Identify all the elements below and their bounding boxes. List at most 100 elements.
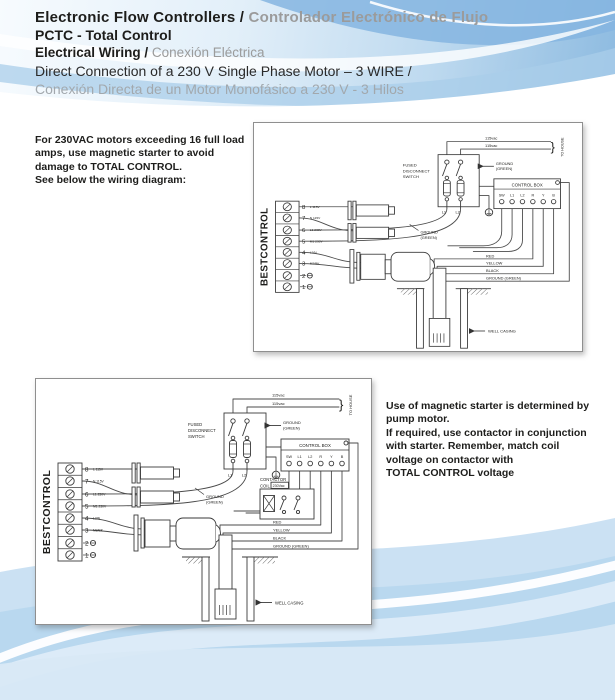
cb-terminal-label: B bbox=[341, 455, 344, 459]
cb-terminal-label: L2 bbox=[308, 455, 312, 459]
well-casing: WELL CASING bbox=[182, 534, 303, 622]
motor-body bbox=[390, 251, 431, 282]
wire-t4 bbox=[81, 517, 147, 530]
terminal-number: 6 bbox=[85, 491, 89, 498]
terminal-row: 6 L1 230V bbox=[282, 225, 323, 235]
cb-terminal-label: R bbox=[532, 194, 535, 198]
ground-green-label: GROUND bbox=[206, 494, 224, 499]
cb-terminal-label: SW bbox=[286, 455, 293, 459]
casing-wall bbox=[416, 288, 424, 349]
ground-green-label: GROUND bbox=[283, 420, 301, 425]
ground-green-callout: GROUND (GREEN) bbox=[194, 487, 224, 505]
brand-label: BESTCONTROL bbox=[260, 208, 271, 286]
terminal-block: BESTCONTROL 8 L 115V 7 N 115V 6 L1 230V … bbox=[41, 462, 107, 562]
terminal-number: 8 bbox=[302, 205, 306, 211]
fused-switch-label: DISCONNECT bbox=[403, 168, 431, 173]
wire-115v-1 bbox=[446, 141, 552, 161]
page-header: Electronic Flow Controllers / Controlado… bbox=[35, 8, 488, 98]
terminal-label: L1 230V bbox=[93, 492, 106, 496]
note-line: TOTAL CONTROL voltage bbox=[386, 467, 515, 480]
terminal-row: 7 N 115V bbox=[282, 213, 321, 223]
wiring-diagram-direct: 115vac 115vac } TO HOUSE BESTCONTROL 8 L… bbox=[253, 122, 583, 352]
note-line: damage to TOTAL CONTROL. bbox=[35, 160, 183, 173]
motor-assembly bbox=[347, 200, 436, 284]
terminal-number: 5 bbox=[302, 239, 306, 245]
connection-title-en: Direct Connection of a 230 V Single Phas… bbox=[35, 63, 412, 79]
drop-pipe bbox=[218, 534, 233, 590]
terminal-label: N 115V bbox=[310, 216, 321, 220]
house-feed: 115vac 115vac } TO HOUSE bbox=[272, 393, 353, 416]
note-line: amps, use magnetic starter to avoid bbox=[35, 147, 215, 160]
to-house-label: TO HOUSE bbox=[348, 394, 353, 415]
cb-terminal-label: Y bbox=[542, 194, 545, 198]
brace-glyph: } bbox=[551, 140, 555, 154]
fuse-icon bbox=[243, 440, 251, 458]
wire-label-ground: GROUND (GREEN) bbox=[486, 277, 522, 281]
wire-label-red: RED bbox=[486, 254, 495, 258]
ground-green-label: (GREEN) bbox=[496, 167, 513, 171]
wire-red bbox=[433, 202, 534, 316]
switch-pole-l2: L2 bbox=[242, 473, 247, 478]
wire-115v-1 bbox=[232, 398, 340, 420]
fused-disconnect-switch: L1 L2 FUSED DISCONNECT SWITCH GROUND (GR… bbox=[403, 154, 513, 217]
fused-switch-label: FUSED bbox=[403, 163, 417, 168]
terminal-row: 4 L2/N bbox=[282, 248, 317, 257]
brace-glyph: } bbox=[339, 397, 344, 412]
vac-label-1: 115vac bbox=[272, 393, 285, 398]
wire-cb-l2 bbox=[472, 202, 523, 252]
terminal-number: 1 bbox=[302, 285, 305, 291]
terminal-label: M1 230V bbox=[310, 239, 324, 243]
cb-terminal-label: L2 bbox=[520, 194, 524, 198]
product-name: PCTC - Total Control bbox=[35, 27, 172, 43]
note-line: voltage on contactor with bbox=[386, 453, 514, 466]
terminal-row: 1 bbox=[282, 282, 313, 292]
wire-label-yellow: YELLOW bbox=[486, 262, 503, 266]
coil-label: COIL bbox=[260, 483, 270, 488]
terminal-row: 8 L 115V bbox=[65, 464, 104, 474]
terminal-label: L2/N bbox=[93, 516, 101, 520]
fuse-icon bbox=[456, 179, 465, 197]
wire-l2-feed bbox=[81, 470, 248, 507]
wire-label-black: BLACK bbox=[486, 269, 499, 273]
connection-title-es: Conexión Directa de un Motor Monofásico … bbox=[35, 81, 404, 97]
terminal-row: 2 bbox=[65, 538, 97, 548]
wiring-diagram: 115vac 115vac } TO HOUSE BESTCONTROL 8 L… bbox=[260, 136, 570, 349]
wire-cb-l1 bbox=[459, 202, 513, 249]
terminal-number: 4 bbox=[302, 251, 306, 257]
coupling bbox=[144, 519, 171, 548]
terminal-number: 3 bbox=[85, 527, 89, 534]
terminal-label: L1 230V bbox=[310, 228, 323, 232]
vac-label-2: 115vac bbox=[485, 144, 497, 148]
submersible-pump bbox=[214, 588, 237, 620]
terminal-number: 7 bbox=[85, 478, 89, 485]
cb-terminal-label: R bbox=[319, 455, 322, 459]
note-line: For 230VAC motors exceeding 16 full load bbox=[35, 134, 245, 146]
fused-switch-label: DISCONNECT bbox=[188, 428, 216, 433]
terminal-label: N 115V bbox=[93, 479, 105, 483]
terminal-row: 7 N 115V bbox=[65, 476, 105, 486]
header-swoosh-band bbox=[0, 0, 615, 118]
control-box: CONTROL BOX SW L1 L2 R Y B bbox=[280, 438, 350, 472]
terminal-label: M1 230V bbox=[93, 504, 107, 508]
fuse-icon bbox=[229, 440, 237, 458]
switch-pole-l2: L2 bbox=[455, 211, 459, 215]
terminal-row: 4 L2/N bbox=[65, 513, 101, 523]
note-line: pump motor. bbox=[386, 413, 450, 426]
wire-label-black: BLACK bbox=[273, 535, 286, 540]
casing-wall bbox=[460, 288, 468, 349]
terminal-row: 5 M1 230V bbox=[65, 501, 107, 511]
submersible-pump bbox=[428, 318, 451, 347]
wire-t4 bbox=[298, 251, 363, 264]
casing-wall bbox=[246, 556, 255, 622]
drop-pipe bbox=[432, 267, 447, 319]
page-title-en: Electronic Flow Controllers / bbox=[35, 9, 249, 26]
wire-l2-feed bbox=[298, 208, 462, 242]
terminal-number: 6 bbox=[302, 228, 306, 234]
wire-red bbox=[219, 464, 322, 586]
note-line: See below the wiring diagram: bbox=[35, 174, 187, 187]
control-box: CONTROL BOX SW L1 L2 R Y B bbox=[493, 178, 561, 210]
ground-green-label: (GREEN) bbox=[283, 426, 301, 431]
switch-pole-l1: L1 bbox=[442, 211, 446, 215]
page-title: Electronic Flow Controllers / Controlado… bbox=[35, 8, 488, 27]
switch-pole-l1: L1 bbox=[228, 473, 233, 478]
